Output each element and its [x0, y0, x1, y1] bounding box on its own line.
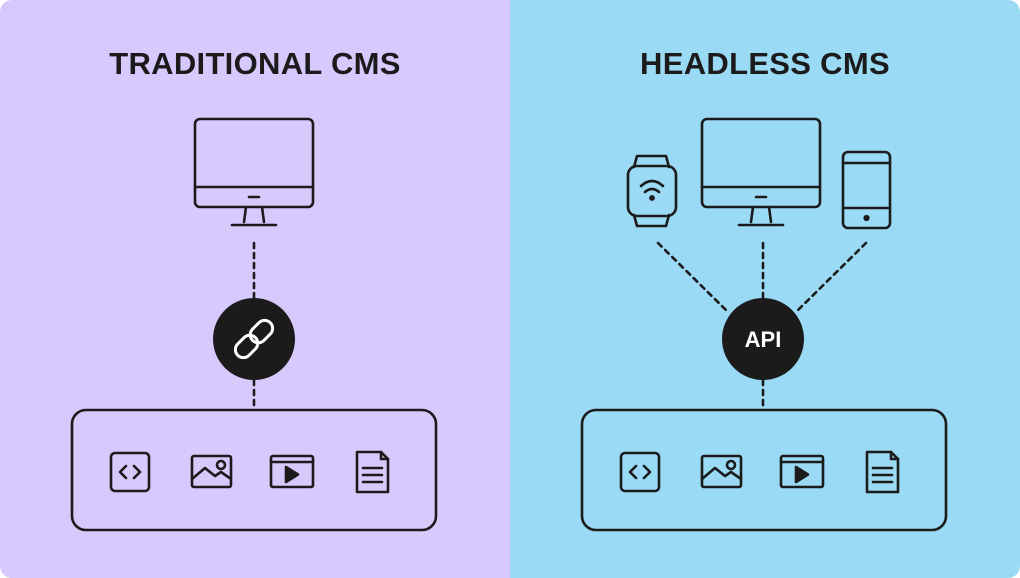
headless-cms-title: HEADLESS CMS [640, 46, 890, 81]
traditional-cms-title: TRADITIONAL CMS [109, 46, 401, 81]
connector-line [656, 241, 730, 314]
traditional-cms-illustration [0, 0, 510, 578]
smartwatch-icon [626, 154, 678, 228]
headless-background [510, 0, 1020, 578]
code-icon [109, 451, 151, 493]
image-icon [700, 454, 743, 489]
video-icon [269, 454, 315, 489]
content-repository-box [70, 408, 438, 532]
smartphone-icon [841, 150, 892, 230]
api-badge: API [722, 298, 804, 380]
video-icon [779, 454, 825, 489]
image-icon [190, 454, 233, 489]
link-icon [233, 318, 275, 360]
document-icon [355, 450, 390, 494]
api-label: API [745, 327, 782, 352]
traditional-background [0, 0, 510, 578]
connector-line [794, 241, 868, 314]
desktop-monitor-icon [193, 117, 315, 227]
headless-cms-panel: API HEADLESS CMS [510, 0, 1020, 578]
headless-cms-illustration: API [510, 0, 1020, 578]
content-repository-box [580, 408, 948, 532]
link-badge [213, 298, 295, 380]
code-icon [619, 451, 661, 493]
traditional-cms-panel: TRADITIONAL CMS [0, 0, 510, 578]
document-icon [865, 450, 900, 494]
desktop-monitor-icon [700, 117, 822, 227]
